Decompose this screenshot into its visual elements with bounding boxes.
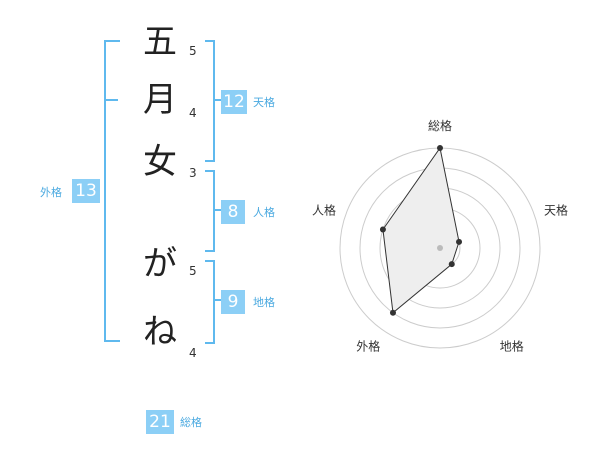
radar-point-2: [456, 238, 463, 245]
tenkaku-label: 天格: [253, 96, 275, 109]
name-char-1: 五: [143, 22, 177, 62]
radar-axis-label-3: 地格: [500, 339, 524, 354]
radar-point-4: [389, 309, 396, 316]
radar-axis-label-1: 総格: [428, 118, 452, 133]
tenkaku-value: 12: [221, 90, 247, 114]
radar-axis-label-5: 人格: [312, 202, 336, 217]
radar-center-dot: [437, 245, 443, 251]
stroke-count-4: 5: [189, 264, 197, 278]
chikaku-value: 9: [221, 290, 245, 314]
gaikaku-bracket: [104, 40, 120, 342]
radar-point-3: [448, 261, 455, 268]
soukaku-label: 総格: [180, 416, 202, 429]
chikaku-label: 地格: [253, 296, 275, 309]
chikaku-bracket: [205, 260, 215, 344]
name-char-4: が: [143, 244, 177, 284]
radar-point-5: [379, 226, 386, 233]
tenkaku-bracket: [205, 40, 215, 162]
stroke-count-2: 4: [189, 106, 197, 120]
stroke-count-3: 3: [189, 166, 197, 180]
radar-point-1: [437, 145, 443, 151]
radar-axis-label-4: 外格: [356, 339, 380, 354]
soukaku-value: 21: [146, 410, 174, 434]
chikaku-bracket-tick: [213, 299, 221, 301]
jinkaku-value: 8: [221, 200, 245, 224]
stroke-count-5: 4: [189, 346, 197, 360]
gaikaku-inner-tick: [104, 99, 118, 101]
radar-data-polygon: [382, 146, 460, 314]
gaikaku-label: 外格: [40, 186, 62, 199]
jinkaku-bracket: [205, 170, 215, 252]
name-char-3: 女: [143, 142, 177, 182]
jinkaku-bracket-tick: [213, 209, 221, 211]
name-char-5: ね: [143, 312, 177, 352]
radar-axis-label-2: 天格: [544, 202, 568, 217]
tenkaku-bracket-tick: [213, 99, 221, 101]
name-char-2: 月: [143, 80, 177, 120]
stroke-count-1: 5: [189, 44, 197, 58]
jinkaku-label: 人格: [253, 206, 275, 219]
gaikaku-value: 13: [72, 179, 100, 203]
